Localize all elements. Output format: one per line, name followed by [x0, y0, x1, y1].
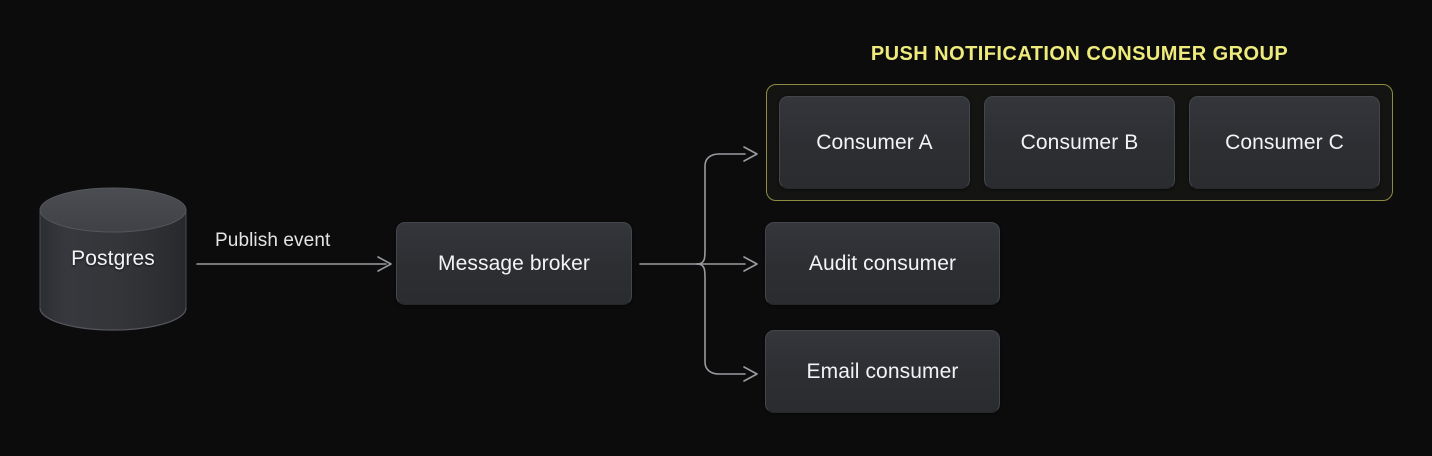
edge-postgres-to-broker-arrowhead: [377, 256, 392, 272]
consumer-c[interactable]: Consumer C: [1189, 96, 1380, 189]
edge-label-publish-event: Publish event: [215, 230, 331, 251]
consumer-b[interactable]: Consumer B: [984, 96, 1175, 189]
cylinder-shape: [39, 187, 187, 331]
push-notification-consumer-group: Consumer A Consumer B Consumer C: [766, 84, 1393, 201]
email-consumer-label: Email consumer: [806, 359, 959, 383]
consumer-group-title: PUSH NOTIFICATION CONSUMER GROUP: [870, 43, 1289, 65]
edge-broker-to-push-group-line: [696, 153, 746, 265]
audit-consumer-label: Audit consumer: [808, 251, 957, 275]
edge-broker-to-email-line: [696, 263, 746, 375]
consumer-b-label: Consumer B: [1020, 130, 1139, 154]
consumer-a[interactable]: Consumer A: [779, 96, 970, 189]
message-broker-label: Message broker: [438, 251, 590, 275]
message-broker[interactable]: Message broker: [396, 222, 632, 305]
consumer-c-label: Consumer C: [1225, 130, 1344, 154]
email-consumer[interactable]: Email consumer: [765, 330, 1000, 413]
postgres-database[interactable]: Postgres: [38, 186, 188, 332]
postgres-label: Postgres: [71, 247, 155, 270]
consumer-a-label: Consumer A: [816, 130, 933, 154]
edge-broker-to-email-arrowhead: [743, 366, 758, 382]
audit-consumer[interactable]: Audit consumer: [765, 222, 1000, 305]
edge-broker-to-push-group-arrowhead: [743, 146, 758, 162]
edge-broker-to-audit-arrowhead: [743, 256, 758, 272]
